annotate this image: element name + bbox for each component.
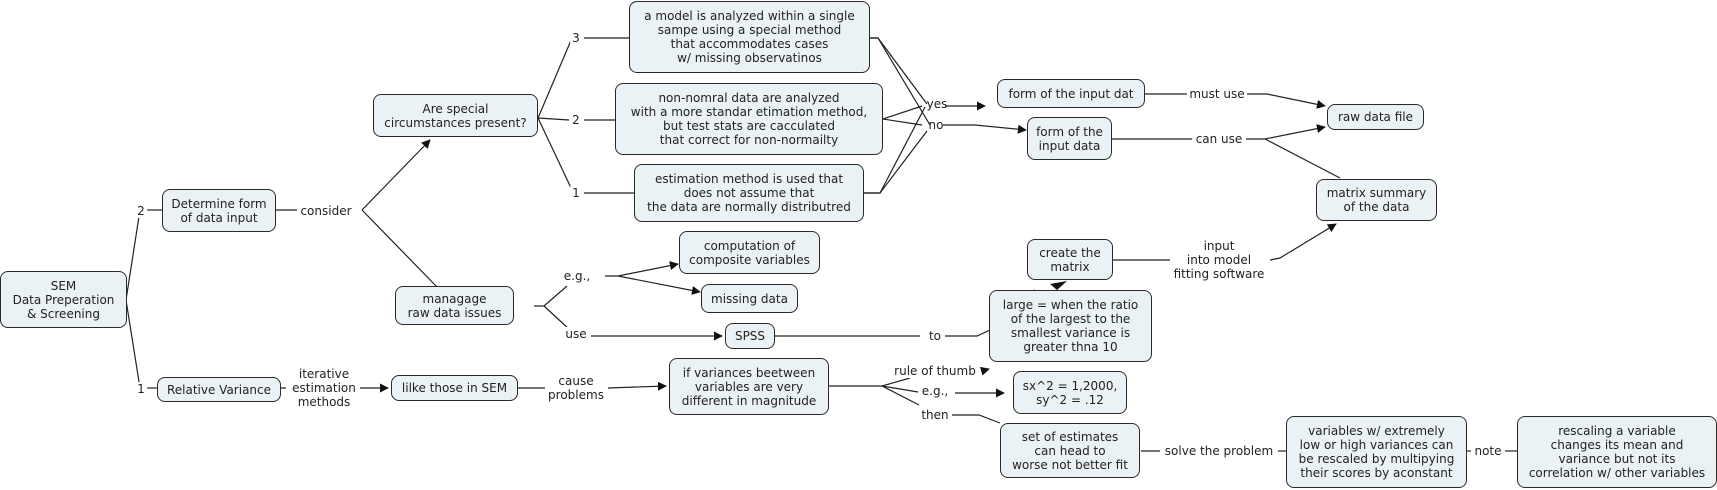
relative-variance-node[interactable]: Relative Variance (157, 377, 281, 402)
edge-box2-yes (882, 105, 923, 120)
create-matrix-node[interactable]: create the matrix (1027, 239, 1113, 280)
link-label-no: no (928, 118, 944, 132)
edge-no-form (943, 124, 1027, 134)
link-label-eg: e.g., (561, 269, 593, 283)
link-label-eg-variance: e.g., (919, 384, 951, 398)
link-label-2: 2 (135, 204, 147, 218)
arrow-large-to-create (1050, 281, 1067, 290)
link-label-must-use: must use (1187, 87, 1247, 101)
set-estimates-node[interactable]: set of estimates can head to worse not b… (1000, 423, 1140, 478)
estimation-method-node[interactable]: estimation method is used that does not … (634, 164, 864, 222)
edge-rule-large (979, 366, 990, 376)
model-single-sample-node[interactable]: a model is analyzed within a single samp… (629, 1, 870, 73)
form-input-dat-node[interactable]: form of the input dat (997, 79, 1145, 108)
link-label-input-model: input into model fitting software (1171, 239, 1267, 281)
link-label-to: to (926, 329, 944, 343)
edge-consider-manage (361, 209, 438, 288)
link-label-consider: consider (298, 204, 354, 218)
link-label-cause-problems: cause problems (546, 374, 606, 402)
edge-to-large (945, 329, 991, 337)
edge-split-use (543, 305, 571, 331)
link-label-use: use (563, 327, 589, 341)
edge-split-eg (543, 285, 568, 307)
link-label-1: 1 (135, 382, 147, 396)
edge-box1-no (862, 130, 928, 194)
manage-raw-data-node[interactable]: managage raw data issues (395, 286, 514, 325)
variances-different-node[interactable]: if variances beetween variables are very… (669, 358, 829, 415)
form-input-data-node[interactable]: form of the input data (1027, 117, 1112, 160)
edge-input-matrix (1269, 223, 1337, 261)
edge-root-1 (125, 299, 141, 389)
link-label-note: note (1472, 444, 1504, 458)
link-label-2b: 2 (570, 113, 582, 127)
link-label-1b: 1 (570, 186, 582, 200)
special-circumstances-node[interactable]: Are special circumstances present? (373, 94, 538, 137)
nonnormal-data-node[interactable]: non-nomral data are analyzed with a more… (615, 83, 883, 155)
root-node[interactable]: SEM Data Preperation & Screening (0, 271, 127, 328)
edge-split-eg2 (881, 385, 919, 393)
raw-data-file-node[interactable]: raw data file (1327, 104, 1424, 130)
edge-canuse-raw (1246, 124, 1326, 140)
link-label-solve-problem: solve the problem (1162, 444, 1276, 458)
edge-canuse-matrix (1264, 138, 1341, 179)
edge-special-1 (537, 117, 573, 191)
large-ratio-node[interactable]: large = when the ratio of the largest to… (989, 290, 1152, 362)
edge-box3-no (870, 37, 931, 126)
link-label-rule-of-thumb: rule of thumb (892, 364, 978, 378)
link-label-can-use: can use (1193, 132, 1245, 146)
determine-form-node[interactable]: Determine form of data input (162, 189, 276, 232)
edge-mustuse-raw (1247, 93, 1326, 109)
link-label-then: then (919, 408, 951, 422)
edge-root-2 (125, 209, 141, 301)
computation-composite-node[interactable]: computation of composite variables (679, 231, 820, 274)
edge-special-3 (537, 37, 573, 119)
edge-cause-variances (607, 381, 667, 391)
spss-node[interactable]: SPSS (725, 323, 775, 349)
sx-example-node[interactable]: sx^2 = 1,2000, sy^2 = .12 (1013, 371, 1127, 414)
matrix-summary-node[interactable]: matrix summary of the data (1316, 179, 1437, 221)
edge-split-then (881, 385, 920, 406)
rescaling-note-node[interactable]: rescaling a variable changes its mean an… (1517, 416, 1717, 488)
link-label-iterative: iterative estimation methods (290, 367, 358, 409)
edge-special-2 (537, 117, 570, 121)
link-label-3: 3 (570, 31, 582, 45)
edge-eg-composite (605, 261, 679, 277)
edge-consider-special (361, 139, 431, 211)
link-label-yes: yes (926, 97, 948, 111)
rescale-variables-node[interactable]: variables w/ extremely low or high varia… (1286, 416, 1467, 488)
edge-split-rule (881, 377, 911, 387)
edge-then-estimates (952, 414, 1001, 424)
like-sem-node[interactable]: lilke those in SEM (391, 375, 518, 401)
edge-eg-missing (617, 275, 701, 295)
missing-data-node[interactable]: missing data (701, 284, 798, 313)
